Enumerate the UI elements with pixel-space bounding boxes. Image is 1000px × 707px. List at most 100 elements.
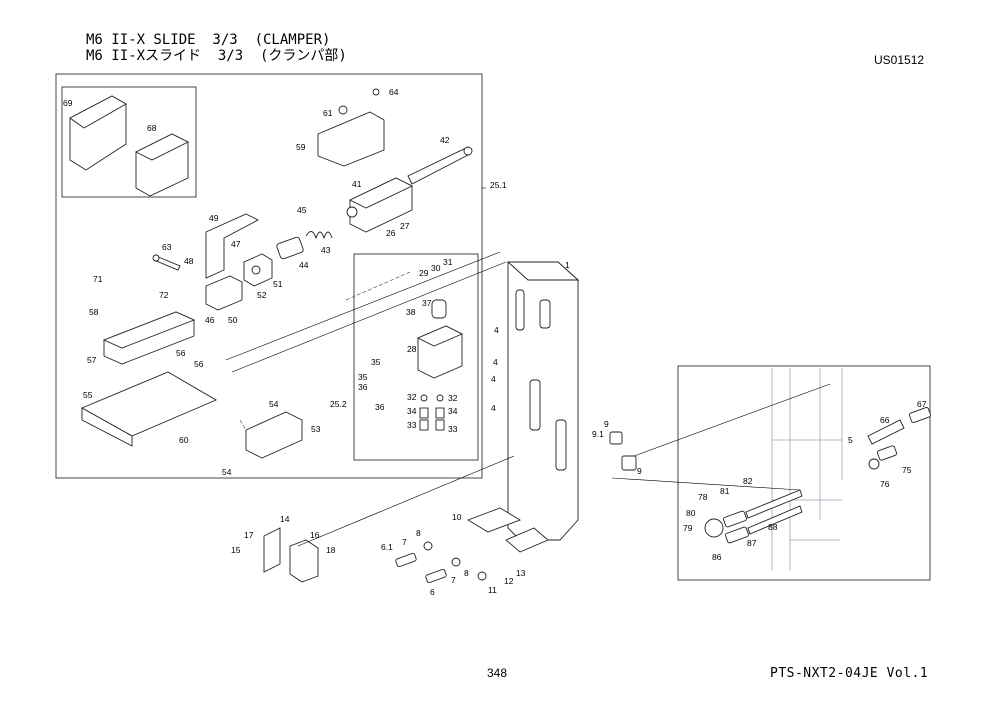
callout-label: 10 [452,512,462,522]
rear-detail-frame [677,365,931,581]
hose-66 [867,406,931,445]
callout-label: 57 [87,355,97,365]
callout-label: 50 [228,315,238,325]
callout-label: 82 [743,476,753,486]
callout-label: 87 [747,538,757,548]
callout-label: 68 [147,123,157,133]
callout-label: 25.1 [490,180,507,190]
callout-label: 54 [269,399,279,409]
pin-63 [152,254,181,271]
valve-assembly [704,489,803,544]
callout-label: 60 [179,435,189,445]
callout-label: 27 [400,221,410,231]
base-plate-55 [80,371,217,447]
callout-label: 38 [406,307,416,317]
callout-label: 9 [637,466,642,476]
callout-label: 56 [194,359,204,369]
callout-label: 46 [205,315,215,325]
callout-label: 6.1 [381,542,393,552]
spring-43 [305,231,333,240]
cylinder-37 [431,299,447,319]
callout-label: 4 [491,374,496,384]
callout-label: 75 [902,465,912,475]
callout-label: 33 [407,420,417,430]
block-28 [416,325,464,379]
fitting-75 [868,445,898,470]
callout-label: 88 [768,522,778,532]
callout-label: 51 [273,279,283,289]
callout-label: 76 [880,479,890,489]
callout-label: 30 [431,263,441,273]
main-slide-frame-1 [506,261,580,541]
callout-label: 7 [451,575,456,585]
callout-label: 48 [184,256,194,266]
callout-label: 17 [244,530,254,540]
callout-label: 44 [299,260,309,270]
callout-label: 53 [311,424,321,434]
callout-label: 16 [310,530,320,540]
callout-label: 78 [698,492,708,502]
callout-label: 7 [402,537,407,547]
callout-label: 36 [358,382,368,392]
callout-label: 8 [464,568,469,578]
callout-label: 58 [89,307,99,317]
callout-label: 34 [407,406,417,416]
callout-label: 86 [712,552,722,562]
callout-label: 1 [565,260,570,270]
main-assembly-frame [55,73,483,479]
callout-label: 25.2 [330,399,347,409]
callout-label: 80 [686,508,696,518]
callout-label: 72 [159,290,169,300]
callout-label: 59 [296,142,306,152]
callout-label: 71 [93,274,103,284]
callout-label: 55 [83,390,93,400]
callout-label: 4 [494,325,499,335]
slide-plate-57 [102,311,196,365]
callout-label: 35 [358,372,368,382]
callout-label: 15 [231,545,241,555]
callout-label: 29 [419,268,429,278]
callout-label: 79 [683,523,693,533]
callout-label: 47 [231,239,241,249]
bracket-49 [205,213,259,279]
callout-label: 18 [326,545,336,555]
callout-label: 49 [209,213,219,223]
page-number: 348 [487,666,508,680]
callout-label: 63 [162,242,172,252]
sensor-bracket-14 [263,527,281,573]
callout-label: 64 [389,87,399,97]
plate-10 [466,507,549,553]
bushing-44 [276,236,304,260]
leader-lines [225,187,831,547]
callout-label: 42 [440,135,450,145]
subassembly-25-2-frame [353,253,479,461]
callout-label: 31 [443,257,453,267]
callout-label: 43 [321,245,331,255]
callout-label: 11 [488,585,497,595]
callout-label: 32 [407,392,417,402]
callout-label: 28 [407,344,417,354]
callout-label: 37 [422,298,432,308]
document-id: PTS-NXT2-04JE Vol.1 [770,666,929,681]
cover-part-69 [69,95,127,171]
callout-label: 69 [63,98,73,108]
callout-label: 67 [917,399,927,409]
callout-label: 14 [280,514,290,524]
callout-label: 8 [416,528,421,538]
sensor-16 [289,539,319,583]
title-line-english: M6 II-X SLIDE 3/3 (CLAMPER) [86,32,331,48]
callout-label: 9.1 [592,429,604,439]
callout-label: 41 [352,179,362,189]
small-parts-32-34 [419,394,445,431]
callout-label: 81 [720,486,730,496]
bracket-59 [317,88,385,167]
callout-labels: 69 68 64 61 59 42 41 25.1 45 43 44 49 47… [63,87,927,597]
screws-6-7-8 [395,541,487,584]
callout-label: 4 [491,403,496,413]
bracket-53 [245,411,303,459]
clamp-46 [205,275,243,311]
callout-label: 33 [448,424,458,434]
callout-label: 6 [430,587,435,597]
callout-label: 35 [371,357,381,367]
